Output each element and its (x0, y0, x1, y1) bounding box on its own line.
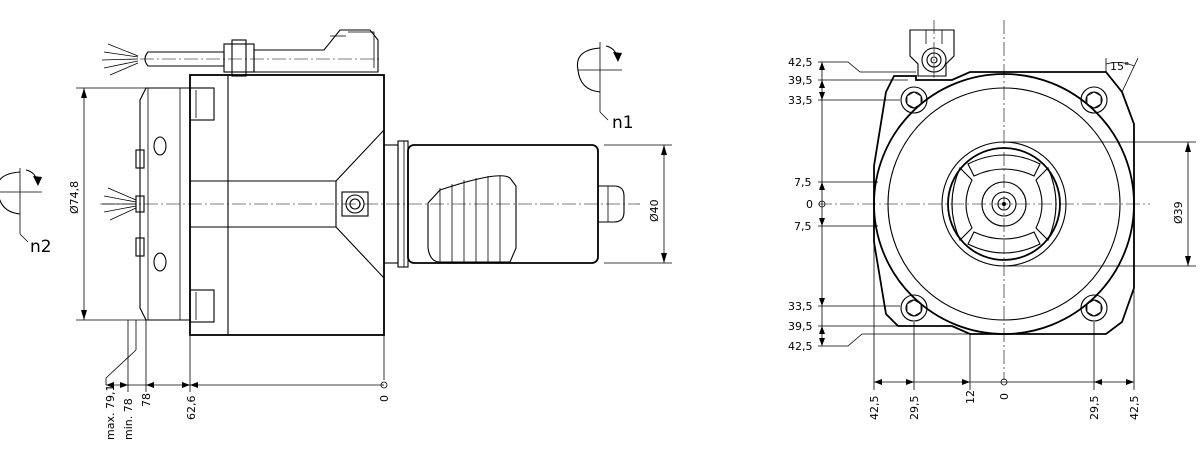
label-diameter-body: Ø74,8 (68, 181, 81, 214)
label-rotation-n1: n1 (612, 113, 634, 133)
rotation-symbol-n2: n2 (0, 168, 52, 257)
bolt-hole (900, 86, 928, 114)
label-x-0-side: 0 (378, 395, 391, 402)
main-housing (189, 74, 385, 336)
coolant-connector (909, 29, 955, 77)
dimension-diameter-shank: Ø40 (604, 144, 672, 264)
angle-dimension: 15° (1105, 57, 1139, 93)
label-y-7-5-bottom: 7,5 (794, 220, 812, 233)
bottom-dimensions-side: max. 79,1 min. 78 78 62,6 0 (104, 320, 391, 440)
rotation-symbol-n1: n1 (576, 42, 634, 133)
clamp-slots (951, 154, 1057, 254)
bolt-hole (1080, 86, 1108, 114)
label-y-0: 0 (806, 198, 813, 211)
label-angle: 15° (1110, 60, 1130, 73)
bottom-dimensions-front: 42,5 29,5 12 0 29,5 42,5 (868, 242, 1141, 420)
label-x-min: min. 78 (122, 398, 135, 440)
label-y-39-5-top: 39,5 (788, 74, 813, 87)
bolt-hole (900, 294, 928, 322)
label-diameter-bore: Ø39 (1172, 201, 1185, 224)
label-x-42-5-right: 42,5 (1128, 396, 1141, 421)
label-y-42-5-bottom: 42,5 (788, 340, 813, 353)
coolant-hose (140, 29, 380, 77)
label-x-29-5-left: 29,5 (908, 396, 921, 421)
label-y-39-5-bottom: 39,5 (788, 320, 813, 333)
side-view: Ø74,8 Ø40 n2 n1 (0, 29, 672, 440)
label-x-max: max. 79,1 (104, 385, 117, 440)
label-x-62-6: 62,6 (185, 396, 198, 421)
bolt-hole (1080, 294, 1108, 322)
label-diameter-shank: Ø40 (648, 199, 661, 222)
label-y-42-5-top: 42,5 (788, 56, 813, 69)
dimension-diameter-body: Ø74,8 (68, 87, 146, 321)
label-x-42-5-left: 42,5 (868, 396, 881, 421)
label-x-0-front: 0 (998, 393, 1011, 400)
label-y-33-5-top: 33,5 (788, 94, 813, 107)
label-x-12: 12 (964, 390, 977, 404)
label-rotation-n2: n2 (30, 237, 52, 257)
label-x-29-5-right: 29,5 (1088, 396, 1101, 421)
label-y-33-5-bottom: 33,5 (788, 300, 813, 313)
label-y-7-5-top: 7,5 (794, 176, 812, 189)
dimension-diameter-bore: Ø39 (1004, 141, 1196, 267)
left-dimensions-front: 42,5 39,5 33,5 7,5 0 7,5 33,5 39,5 42,5 (788, 56, 970, 353)
label-x-78: 78 (140, 393, 153, 407)
coolant-spray-icon (101, 43, 139, 76)
front-view: 42,5 39,5 33,5 7,5 0 7,5 33,5 39,5 42,5 … (788, 20, 1196, 420)
